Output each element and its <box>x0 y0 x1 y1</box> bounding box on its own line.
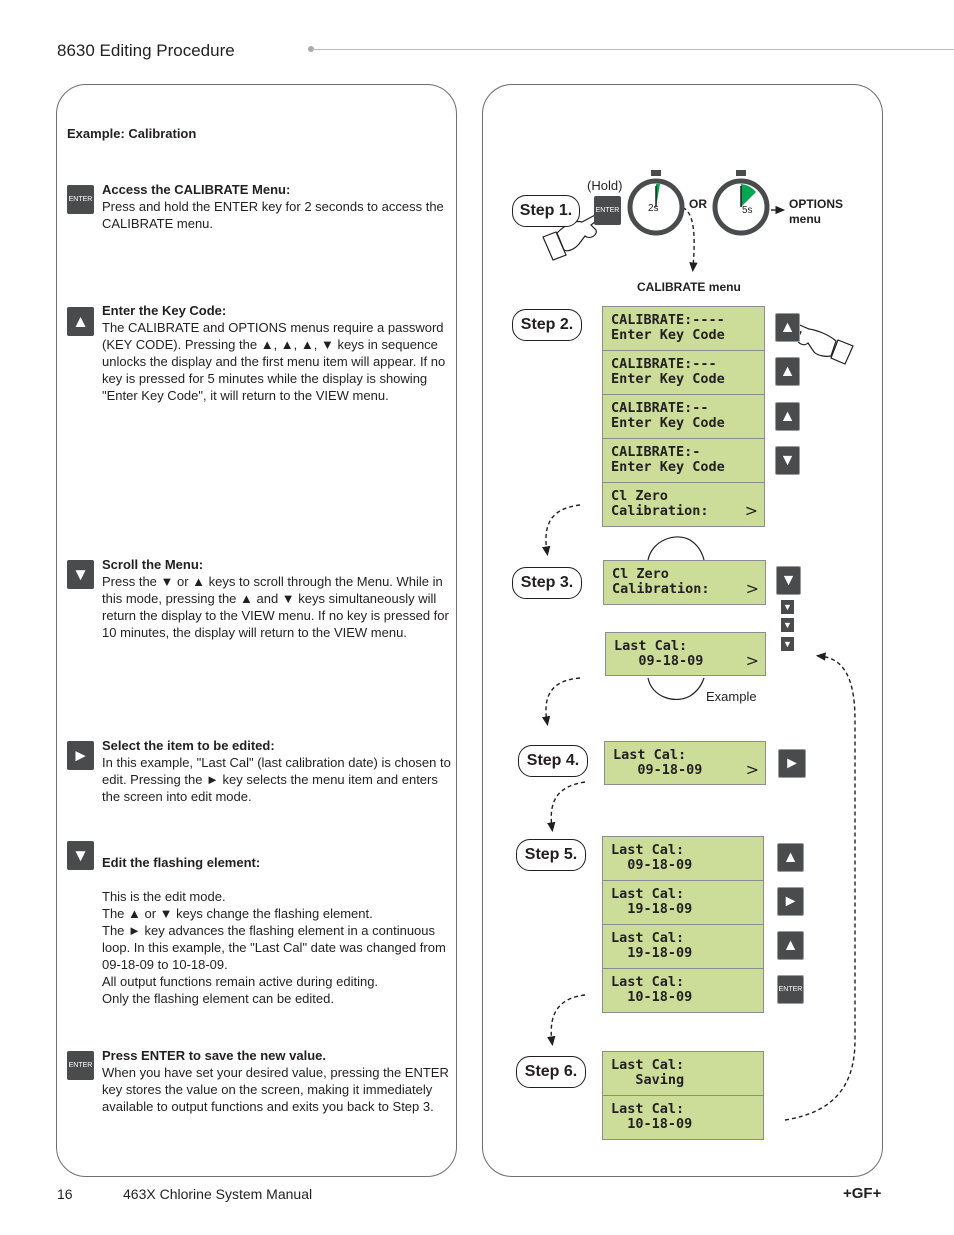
or-label: OR <box>689 197 707 211</box>
calibrate-menu-label: CALIBRATE menu <box>637 280 741 294</box>
gf-logo: +GF+ <box>843 1185 881 1202</box>
enter-key-icon: ENTER <box>777 975 804 1004</box>
lcd-line-1: CALIBRATE:---- <box>611 313 725 328</box>
pressing-hand-icon <box>792 323 853 364</box>
lcd-line-2: 10-18-09 <box>611 1117 692 1132</box>
example-label: Example <box>706 689 757 704</box>
lcd-line-1: Last Cal: <box>614 639 687 654</box>
down-arrow-key-icon: ▼ <box>776 566 801 595</box>
lcd-line-1: Last Cal: <box>613 748 686 763</box>
lcd-line-1: CALIBRATE:- <box>611 445 700 460</box>
step-4-label: Step 4. <box>518 745 588 777</box>
options-menu-label: OPTIONS menu <box>789 197 843 227</box>
step-1-label: Step 1. <box>512 195 580 227</box>
lcd-display: Last Cal: 19-18-09 <box>602 924 764 969</box>
lcd-display: Last Cal: 09-18-09 > <box>605 632 766 676</box>
lcd-line-1: Last Cal: <box>611 843 684 858</box>
lcd-display: CALIBRATE:-- Enter Key Code <box>602 394 765 439</box>
lcd-line-1: Last Cal: <box>611 931 684 946</box>
lcd-line-2: 09-18-09 <box>613 763 702 778</box>
hold-label: (Hold) <box>587 178 622 193</box>
lcd-line-1: Last Cal: <box>611 975 684 990</box>
step-3-label: Step 3. <box>512 567 582 599</box>
down-arrow-mini-key-icon: ▼ <box>781 618 794 632</box>
lcd-line-2: 10-18-09 <box>611 990 692 1005</box>
step-6-label: Step 6. <box>516 1056 586 1088</box>
down-arrow-mini-key-icon: ▼ <box>781 600 794 614</box>
chevron-right-icon: > <box>746 579 759 598</box>
timer-2s-label: 2s <box>648 203 659 214</box>
lcd-display: Last Cal: Saving <box>602 1051 764 1096</box>
down-arrow-mini-key-icon: ▼ <box>781 637 794 651</box>
lcd-line-1: Cl Zero <box>611 489 668 504</box>
lcd-line-2: Saving <box>611 1073 684 1088</box>
chevron-right-icon: > <box>746 760 759 779</box>
lcd-line-1: CALIBRATE:--- <box>611 357 717 372</box>
lcd-display: CALIBRATE:--- Enter Key Code <box>602 350 765 395</box>
down-arrow-key-icon: ▼ <box>775 446 800 475</box>
lcd-line-1: Last Cal: <box>611 1102 684 1117</box>
timer-5s-icon <box>715 170 767 233</box>
lcd-line-2: Calibration: <box>612 582 710 597</box>
lcd-display: Last Cal: 10-18-09 <box>602 968 764 1013</box>
step-5-label: Step 5. <box>516 839 586 871</box>
lcd-line-2: Calibration: <box>611 504 709 519</box>
lcd-display: CALIBRATE:- Enter Key Code <box>602 438 765 483</box>
up-arrow-key-icon: ▲ <box>777 931 804 960</box>
timer-5s-label: 5s <box>742 205 753 216</box>
lcd-line-2: Enter Key Code <box>611 328 725 343</box>
lcd-line-1: CALIBRATE:-- <box>611 401 709 416</box>
lcd-line-1: Last Cal: <box>611 1058 684 1073</box>
lcd-line-2: 09-18-09 <box>614 654 703 669</box>
lcd-display: Last Cal: 19-18-09 <box>602 880 764 925</box>
up-arrow-key-icon: ▲ <box>775 313 800 342</box>
lcd-line-2: 09-18-09 <box>611 858 692 873</box>
lcd-display: Last Cal: 10-18-09 <box>602 1095 764 1140</box>
lcd-display: CALIBRATE:---- Enter Key Code <box>602 306 765 351</box>
enter-key-icon: ENTER <box>594 196 621 225</box>
lcd-line-1: Cl Zero <box>612 567 669 582</box>
chevron-right-icon: > <box>745 501 758 520</box>
up-arrow-key-icon: ▲ <box>777 843 804 872</box>
timer-2s-icon <box>630 170 682 233</box>
lcd-line-2: Enter Key Code <box>611 416 725 431</box>
up-arrow-key-icon: ▲ <box>775 357 800 386</box>
lcd-display: Cl Zero Calibration: > <box>603 560 766 605</box>
lcd-line-2: Enter Key Code <box>611 460 725 475</box>
lcd-display: Last Cal: 09-18-09 > <box>604 741 766 785</box>
page-number: 16 <box>57 1186 73 1202</box>
chevron-right-icon: > <box>746 651 759 670</box>
right-arrow-key-icon: ► <box>777 887 804 916</box>
lcd-line-2: Enter Key Code <box>611 372 725 387</box>
lcd-line-2: 19-18-09 <box>611 902 692 917</box>
up-arrow-key-icon: ▲ <box>775 402 800 431</box>
step-2-label: Step 2. <box>512 309 582 341</box>
lcd-line-1: Last Cal: <box>611 887 684 902</box>
lcd-display: Cl Zero Calibration: > <box>602 482 765 527</box>
lcd-display: Last Cal: 09-18-09 <box>602 836 764 881</box>
manual-title: 463X Chlorine System Manual <box>123 1186 312 1202</box>
lcd-line-2: 19-18-09 <box>611 946 692 961</box>
right-arrow-key-icon: ► <box>778 749 806 778</box>
